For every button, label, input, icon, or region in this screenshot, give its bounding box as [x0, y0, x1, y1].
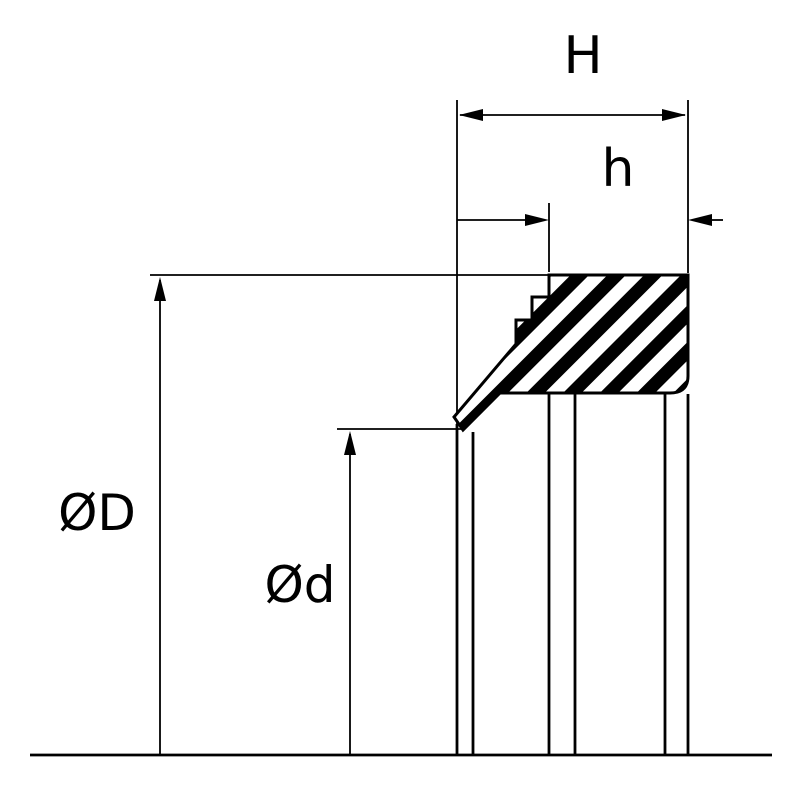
arrowhead-H-left: [459, 109, 483, 121]
diameter-label-OD: ØD: [58, 484, 136, 542]
diameter-label-Od: Ød: [264, 556, 335, 614]
arrowhead-h-right: [688, 214, 712, 226]
arrowhead-OD-up: [154, 277, 166, 301]
arrowhead-Od-up: [344, 431, 356, 455]
dimension-label-H: H: [563, 26, 602, 86]
seal-profile-hatched: [452, 273, 690, 433]
arrowhead-h-left: [525, 214, 549, 226]
arrowhead-H-right: [662, 109, 686, 121]
dimension-label-h: h: [602, 139, 635, 199]
